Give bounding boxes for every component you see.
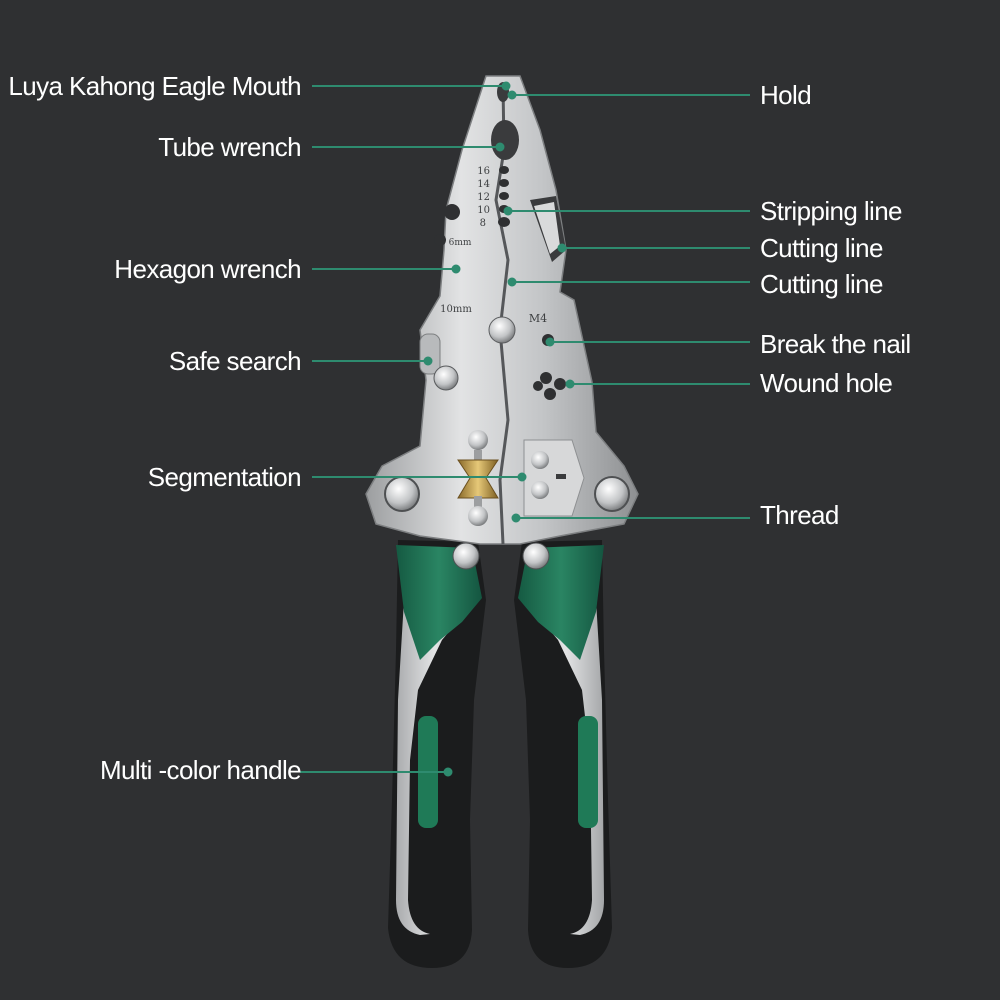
label-cutting-line-2: Cutting line [760, 269, 883, 299]
label-stripping-line: Stripping line [760, 196, 903, 226]
leader-hexagon-wrench [312, 264, 461, 274]
leader-eagle-mouth [312, 81, 511, 91]
gauge-number: 10 [477, 205, 490, 216]
leader-cutting-line-2 [507, 277, 750, 287]
label-thread: Thread [760, 500, 839, 530]
label-cutting-line-1: Cutting line [760, 233, 883, 263]
leader-thread [511, 513, 750, 523]
label-tube-wrench: Tube wrench [158, 132, 301, 162]
gauge-number: 16 [477, 166, 490, 177]
leader-tube-wrench [312, 142, 505, 152]
label-wound-hole: Wound hole [760, 368, 893, 398]
leader-wound-hole [565, 379, 750, 389]
leader-cutting-line-1 [557, 243, 750, 253]
right-handle-grip-insert [578, 716, 598, 828]
label-hold: Hold [760, 80, 812, 110]
tube-size-engraving: 10mm [440, 304, 472, 315]
leader-break-the-nail [545, 337, 750, 347]
thread-size-engraving: M4 [529, 312, 547, 325]
gauge-numbers: 16 14 12 10 8 [477, 166, 490, 229]
gauge-number: 14 [477, 179, 490, 190]
leader-multi-color-handle [300, 767, 453, 777]
wound-hole-clover [533, 372, 566, 400]
gauge-number: 8 [480, 218, 486, 229]
label-multi-color-handle: Multi -color handle [99, 755, 302, 785]
leader-stripping-line [503, 206, 750, 216]
hex-size-engraving: 6mm [449, 238, 472, 248]
right-handle [514, 540, 612, 968]
label-segmentation: Segmentation [147, 462, 302, 492]
label-eagle-mouth: Luya Kahong Eagle Mouth [8, 71, 301, 101]
leader-segmentation [312, 472, 527, 482]
left-handle [388, 540, 486, 968]
leader-safe-search [312, 356, 433, 366]
gauge-number: 12 [477, 192, 490, 203]
leader-hold [507, 90, 750, 100]
label-break-the-nail: Break the nail [760, 329, 911, 359]
label-hexagon-wrench: Hexagon wrench [114, 254, 301, 284]
label-safe-search: Safe search [168, 346, 302, 376]
